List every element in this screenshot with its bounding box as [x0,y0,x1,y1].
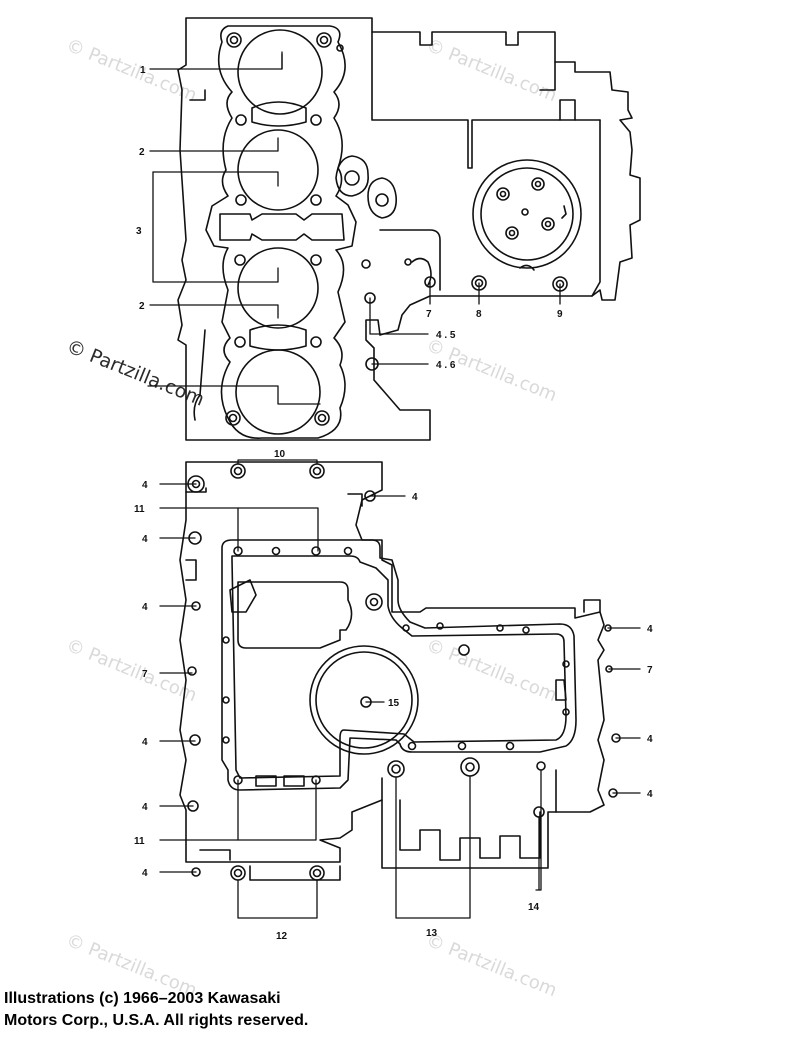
callout-9: 9 [557,309,563,320]
callout-7-upper: 7 [426,309,432,320]
copyright-line-1: Illustrations (c) 1966–2003 Kawasaki [4,990,281,1007]
callout-11-bottom: 11 [134,836,145,847]
callout-4-left-d: 4 [142,737,148,748]
callout-4-right-b: 4 [647,624,653,635]
callout-7-left: 7 [142,669,148,680]
callout-13: 13 [426,928,438,939]
upper-crankcase-outline [177,17,641,441]
cylinder-head-gasket [205,25,357,439]
callout-1: 1 [140,65,146,76]
upper-holes [361,258,568,371]
copyright-line-2: Motors Corp., U.S.A. All rights reserved… [4,1012,309,1029]
callout-4-right-c: 4 [647,734,653,745]
copyright-notice: Illustrations (c) 1966–2003 Kawasaki Mot… [4,988,308,1032]
callout-4-right-d: 4 [647,789,653,800]
callout-4-left-a: 4 [142,480,148,491]
callout-2-top: 2 [139,147,145,158]
callout-2-bottom: 2 [139,301,145,312]
oil-pan-gasket [221,539,577,791]
small-gaskets-upper [335,155,398,219]
callout-15: 15 [388,698,400,709]
gasket-diagram: 1 2 3 2 7 8 9 4 . 5 4 . 6 10 4 4 11 4 4 … [134,17,653,942]
callout-4-left-e: 4 [142,802,148,813]
callout-4-left-f: 4 [142,868,148,879]
lower-holes [187,463,621,881]
lower-leader-lines [159,459,641,919]
callout-3: 3 [136,226,142,237]
crank-cover-gasket [472,159,582,269]
callout-4-left-b: 4 [142,534,148,545]
callout-4-6: 4 . 6 [436,360,456,371]
callout-8: 8 [476,309,482,320]
callout-10: 10 [274,449,286,460]
callout-labels: 1 2 3 2 7 8 9 4 . 5 4 . 6 10 4 4 11 4 4 … [134,65,653,942]
callout-4-right-a: 4 [412,492,418,503]
callout-4-5: 4 . 5 [436,330,456,341]
callout-4-left-c: 4 [142,602,148,613]
callout-11-top: 11 [134,504,145,515]
callout-14: 14 [528,902,540,913]
upper-leader-lines [147,51,561,405]
callout-12: 12 [276,931,288,942]
lower-crankcase-outline [179,461,605,881]
callout-7-right: 7 [647,665,653,676]
